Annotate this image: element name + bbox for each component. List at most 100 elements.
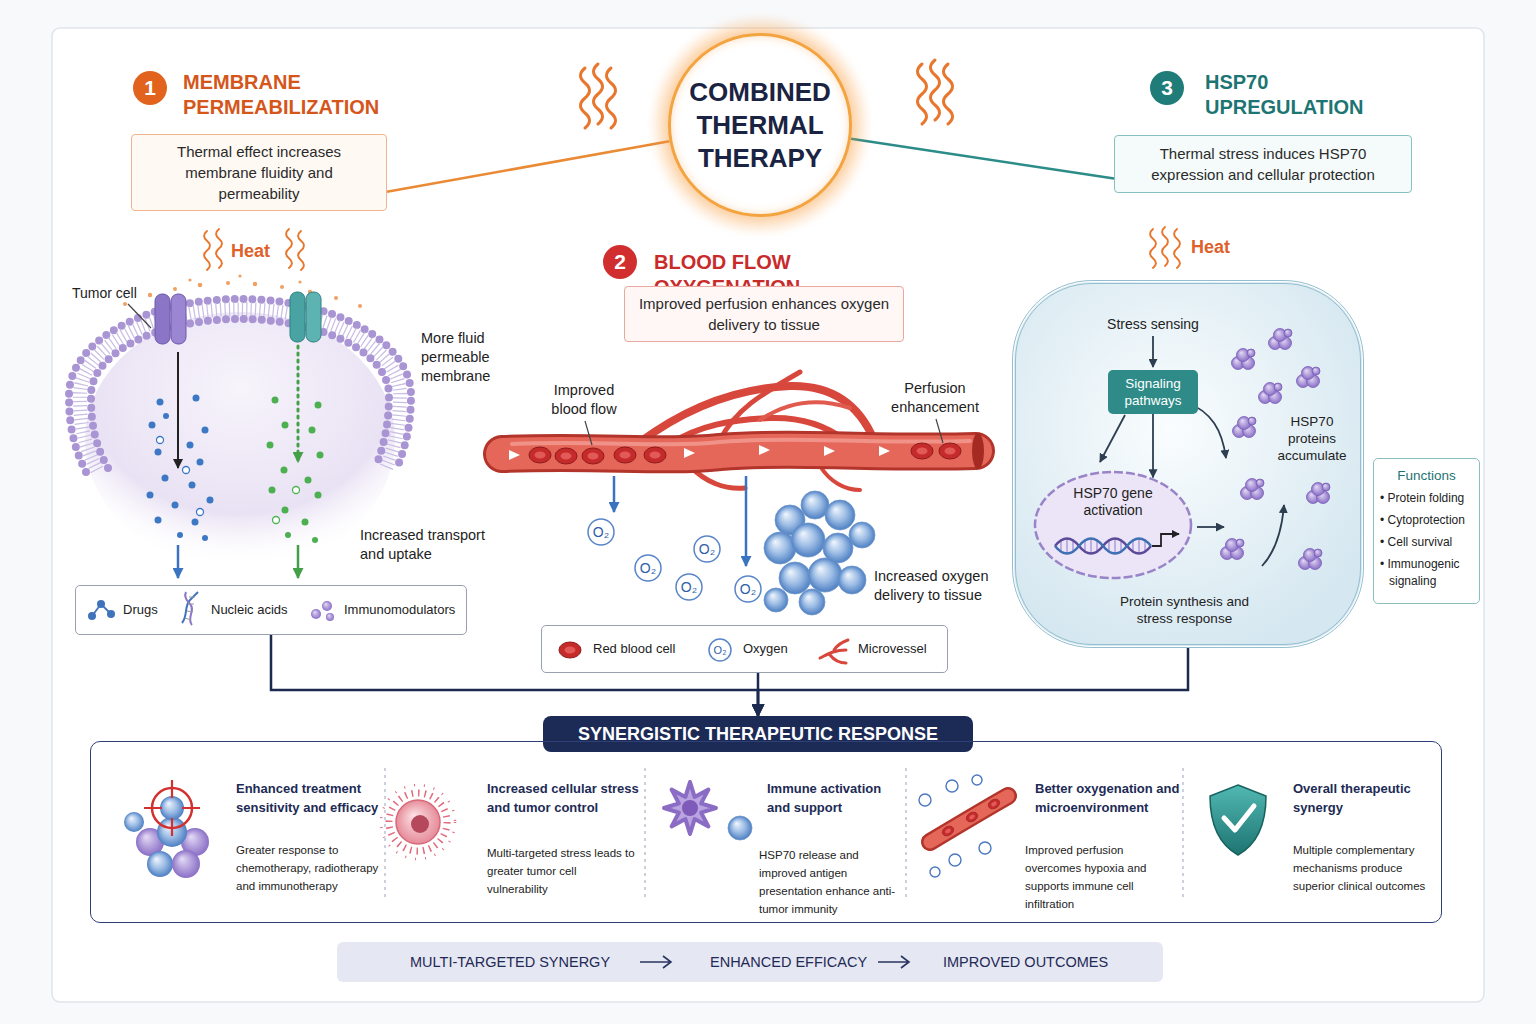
membrane-illustration — [302, 519, 309, 526]
heat-waves — [607, 68, 616, 128]
membrane-illustration — [317, 452, 324, 459]
tissue-cells — [825, 500, 855, 530]
oxygen-vessel-icon — [930, 796, 1008, 842]
hsp70-cell — [1259, 383, 1283, 404]
oxygen-label: O₂ — [676, 578, 702, 596]
callout-number: 2 — [603, 245, 637, 279]
membrane-illustration — [69, 299, 411, 472]
section-header: 3HSP70 UPREGULATION — [1150, 68, 1390, 128]
callout-number: 3 — [1150, 71, 1184, 105]
hsp70-cell — [1233, 417, 1257, 438]
legend-text: Oxygen — [743, 640, 788, 658]
hsp70-cell — [1297, 367, 1321, 388]
hsp70-cell — [1014, 282, 1362, 646]
membrane-illustration — [128, 304, 151, 328]
membrane-illustration — [177, 352, 179, 468]
membrane-illustration — [281, 467, 288, 474]
heat-waves — [594, 64, 603, 124]
membrane-illustration — [123, 302, 127, 306]
membrane-illustration — [149, 422, 156, 429]
oxygen-vessel-icon — [919, 775, 991, 877]
node-text: • Cell survival — [1380, 534, 1452, 551]
nucleus-outline — [1152, 534, 1179, 546]
hsp70-cell — [1269, 329, 1293, 350]
membrane-illustration — [297, 545, 300, 578]
legend-text: Drugs — [123, 601, 158, 619]
membrane-illustration — [280, 285, 284, 289]
membrane-illustration — [306, 292, 321, 342]
target-icon — [160, 796, 184, 820]
immune-cell-icon — [728, 816, 752, 840]
band-text: ENHANCED EFFICACY — [710, 953, 867, 971]
membrane-illustration — [312, 537, 318, 543]
oxygen-label: O₂ — [635, 559, 661, 577]
hsp70-cell — [1221, 539, 1245, 560]
membrane-illustration — [147, 395, 214, 542]
target-icon — [124, 812, 144, 832]
connector — [851, 139, 1114, 179]
column-heading: Immune activation and support — [767, 779, 902, 817]
connector — [1152, 414, 1154, 477]
column-body: Greater response to chemotherapy, radiot… — [236, 841, 391, 895]
outcome-band: MULTI-TARGETED SYNERGYENHANCED EFFICACYI… — [337, 942, 1163, 982]
description-box: Thermal effect increases membrane fluidi… — [131, 134, 387, 211]
membrane-illustration — [202, 535, 208, 541]
note-label: More fluid permeable membrane — [421, 329, 513, 386]
legend-icons — [97, 600, 105, 608]
hsp70-cell — [1197, 526, 1224, 528]
hsp70-cell — [1299, 549, 1323, 570]
membrane-illustration — [193, 395, 200, 402]
tissue-cells — [799, 589, 825, 615]
legend-icons — [820, 640, 848, 663]
hsp70-cell — [1152, 336, 1154, 367]
heat-waves — [931, 60, 940, 120]
node-text: Thermal stress induces HSP70 expression … — [1125, 143, 1401, 185]
oxygen-vessel-icon — [941, 824, 956, 838]
blood-vessel — [879, 446, 890, 456]
shield-icon — [1210, 785, 1266, 855]
legend-icons — [326, 613, 334, 621]
membrane-illustration — [285, 532, 291, 538]
node-text: Improved perfusion enhances oxygen deliv… — [637, 293, 892, 335]
tissue-cells — [764, 588, 788, 612]
tissue-cells — [838, 566, 866, 594]
center-glow — [648, 13, 872, 237]
membrane-illustration — [171, 294, 186, 344]
note-label: Increased oxygen delivery to tissue — [874, 567, 1009, 605]
stress-cell-icon — [389, 793, 447, 851]
membrane-illustration — [155, 517, 162, 524]
nucleus-outline — [1055, 539, 1151, 554]
blood-vessel — [824, 446, 835, 456]
target-icon — [172, 850, 200, 878]
blood-vessel — [972, 433, 984, 469]
heat-waves — [944, 64, 953, 124]
panel-separators — [1182, 768, 1183, 900]
band-arrows — [640, 956, 671, 968]
signaling-box: Signaling pathways — [1108, 370, 1198, 414]
band-text: MULTI-TARGETED SYNERGY — [410, 953, 610, 971]
section-title: MEMBRANE PERMEABILIZATION — [183, 70, 401, 120]
membrane-illustration — [309, 427, 316, 434]
column-body: Improved perfusion overcomes hypoxia and… — [1025, 841, 1177, 913]
membrane-illustration — [198, 283, 203, 288]
membrane-illustration — [188, 278, 191, 281]
legend-icons — [185, 597, 195, 620]
legend-text: Nucleic acids — [211, 601, 288, 619]
heat-waves — [581, 68, 590, 128]
membrane-illustration — [157, 437, 164, 444]
oxygen-bubbles — [635, 555, 661, 581]
heat-waves — [1162, 227, 1168, 266]
target-icon — [124, 780, 209, 878]
oxygen-bubbles — [735, 576, 761, 602]
section-header: 2BLOOD FLOW OXYGENATION — [602, 245, 942, 281]
membrane-illustration — [315, 402, 322, 409]
oxygen-bubbles — [588, 519, 614, 545]
oxygen-label: O₂ — [694, 540, 720, 558]
membrane-illustration — [197, 509, 204, 516]
note-label: Increased transport and uptake — [360, 526, 500, 564]
stress-cell-icon — [381, 785, 455, 859]
immune-cell-icon — [664, 782, 752, 840]
membrane-illustration — [147, 492, 154, 499]
membrane-illustration — [253, 282, 257, 286]
